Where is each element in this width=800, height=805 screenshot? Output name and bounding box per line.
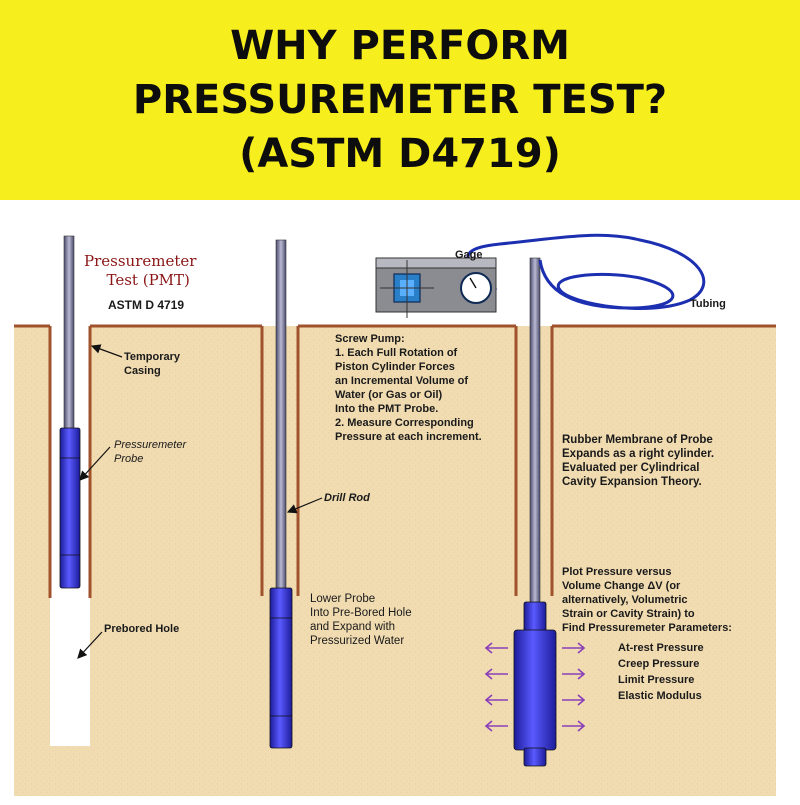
label-tubing: Tubing [690,298,726,310]
title-banner: WHY PERFORM PRESSUREMETER TEST? (ASTM D4… [0,0,800,200]
screw-pump-line-8: Pressure at each increment. [335,431,482,443]
param-limit-pressure: Limit Pressure [618,674,695,686]
soil-ground [14,326,776,796]
pmt-title: Pressuremeter Test (PMT) [84,252,196,290]
tubing [466,233,706,311]
pmt-diagram: Pressuremeter Test (PMT) ASTM D 4719 Tem… [0,200,800,800]
label-rubber-membrane: Rubber Membrane of Probe Expands as a ri… [562,433,714,489]
membrane-line-3: Evaluated per Cylindrical [562,462,700,474]
label-prebored-hole: Prebored Hole [104,623,180,635]
parameter-list: At-rest Pressure Creep Pressure Limit Pr… [618,640,704,704]
param-creep-pressure: Creep Pressure [618,658,700,670]
screw-pump-line-6: Into the PMT Probe. [335,403,439,415]
plot-line-1: Plot Pressure versus [562,566,672,578]
label-temporary-casing-1: Temporary [124,351,181,363]
plot-line-5: Find Pressuremeter Parameters: [562,622,732,634]
label-screw-pump: Screw Pump: 1. Each Full Rotation of Pis… [335,332,482,444]
plot-line-2: Volume Change ΔV (or [562,580,681,592]
pmt-title-line-2: Test (PMT) [106,271,190,289]
astm-standard: ASTM D 4719 [108,298,185,312]
pmt-title-line-1: Pressuremeter [84,252,197,270]
membrane-line-4: Cavity Expansion Theory. [562,476,702,488]
leader-arrows [77,344,323,659]
label-pressuremeter-probe: Pressuremeter Probe [114,438,186,466]
screw-pump-line-1: Screw Pump: [335,333,405,345]
label-probe-2: Probe [114,453,144,465]
title-line-3: (ASTM D4719) [239,131,561,177]
membrane-line-2: Expands as a right cylinder. [562,448,715,460]
lower-probe-line-4: Pressurized Water [310,635,405,647]
screw-pump-line-5: Water (or Gas or Oil) [335,389,443,401]
label-lower-probe: Lower Probe Into Pre-Bored Hole and Expa… [310,592,412,648]
screw-pump-line-2: 1. Each Full Rotation of [335,347,458,359]
lower-probe-line-3: and Expand with [310,621,396,633]
drill-rod-2 [275,239,287,591]
borehole-2 [260,324,516,596]
expanded-probe-3 [513,601,557,767]
label-gage: Gage [455,249,483,261]
expansion-arrows [484,642,586,732]
lower-probe-line-2: Into Pre-Bored Hole [310,607,412,619]
screw-pump-line-7: 2. Measure Corresponding [335,417,474,429]
label-drill-rod: Drill Rod [324,492,370,504]
pmt-diagram-drawing [14,233,776,796]
casing-rod-1 [63,235,75,433]
param-elastic-modulus: Elastic Modulus [618,690,702,702]
lower-probe-line-1: Lower Probe [310,593,376,605]
screw-pump-line-4: an Incremental Volume of [335,375,469,387]
plot-line-4: Strain or Cavity Strain) to [562,608,695,620]
screw-pump-line-3: Piston Cylinder Forces [335,361,455,373]
label-probe-1: Pressuremeter [114,439,187,451]
title-line-2: PRESSUREMETER TEST? [132,77,668,123]
param-at-rest-pressure: At-rest Pressure [618,642,704,654]
label-temporary-casing-2: Casing [124,365,161,377]
membrane-line-1: Rubber Membrane of Probe [562,434,713,446]
pressuremeter-probe-1 [59,427,81,589]
plot-line-3: alternatively, Volumetric [562,594,688,606]
gage-pump-unit [375,257,497,318]
pressuremeter-probe-2 [269,587,293,749]
label-temporary-casing: Temporary Casing [124,350,180,378]
label-plot-pressure: Plot Pressure versus Volume Change ΔV (o… [562,565,732,635]
title-line-1: WHY PERFORM [230,23,570,69]
rod-3 [529,257,541,605]
borehole-3 [514,324,776,596]
